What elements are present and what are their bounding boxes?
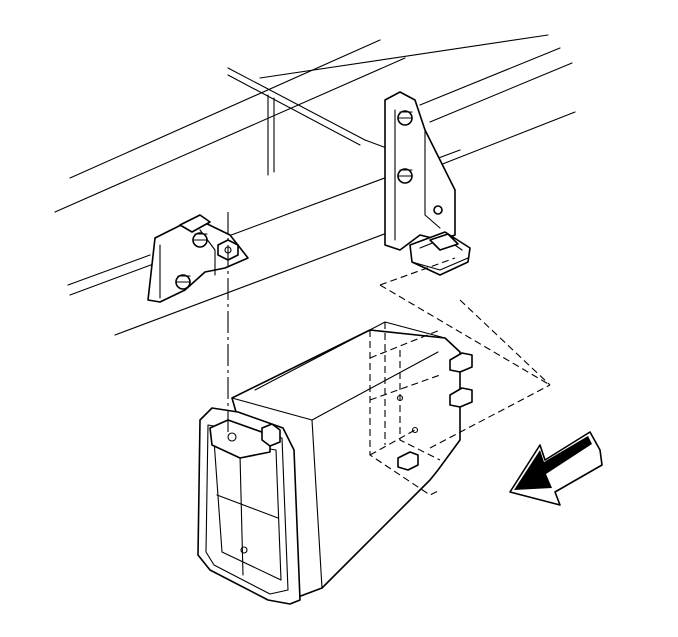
- front-bracket: [147, 214, 249, 303]
- arrow-left-icon: [509, 431, 603, 506]
- rear-bracket: [384, 91, 471, 276]
- frame-rail-icon: [54, 34, 576, 336]
- alignment-lines: [227, 212, 551, 449]
- canister-icon: [197, 321, 473, 605]
